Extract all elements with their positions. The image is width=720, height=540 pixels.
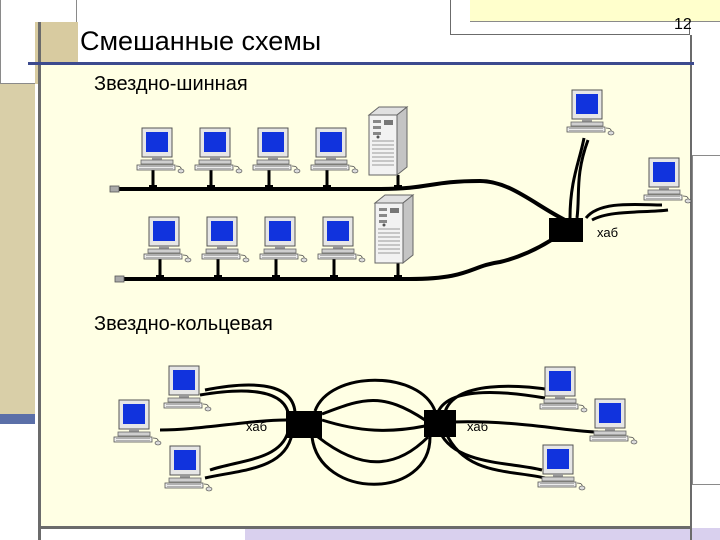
computer-icon bbox=[163, 365, 212, 412]
panel-right-line bbox=[690, 35, 692, 540]
server-icon bbox=[374, 194, 414, 264]
star-bus-title: Звездно-шинная bbox=[94, 73, 248, 95]
bottom-accent-box bbox=[245, 528, 720, 540]
hub-right-label: хаб bbox=[467, 419, 488, 434]
hub-left-label: хаб bbox=[246, 419, 267, 434]
server-icon bbox=[368, 106, 408, 176]
panel-left-line bbox=[38, 22, 41, 540]
title-underline bbox=[28, 62, 694, 65]
drop-cables-top bbox=[151, 170, 400, 189]
left-hub-cables bbox=[159, 383, 297, 480]
computer-icon bbox=[589, 398, 638, 445]
computer-icon bbox=[537, 444, 586, 491]
top-right-accent-box bbox=[470, 0, 720, 22]
computer-icon bbox=[136, 127, 185, 174]
right-accent-box bbox=[692, 155, 720, 485]
computer-icon bbox=[164, 445, 213, 492]
slide-title: Смешанные схемы bbox=[80, 26, 322, 56]
computer-icon bbox=[310, 127, 359, 174]
computer-icon bbox=[252, 127, 301, 174]
computer-icon bbox=[317, 216, 366, 263]
terminator-icon bbox=[109, 185, 120, 193]
star-ring-title: Звездно-кольцевая bbox=[94, 313, 273, 335]
computer-icon bbox=[539, 366, 588, 413]
computer-icon bbox=[201, 216, 250, 263]
drop-cables-bottom bbox=[158, 259, 400, 279]
bus-cable-bottom bbox=[120, 231, 564, 281]
hub-cables bbox=[568, 137, 669, 222]
right-hub-cables bbox=[436, 384, 599, 480]
computer-icon bbox=[194, 127, 243, 174]
hub-icon bbox=[549, 218, 583, 242]
ring-cables bbox=[310, 378, 437, 486]
hub-label: хаб bbox=[597, 225, 618, 240]
panel-bottom-line bbox=[38, 526, 692, 529]
computer-icon bbox=[643, 157, 692, 204]
left-blue-stripe bbox=[0, 414, 35, 424]
terminator-icon bbox=[114, 275, 125, 283]
computer-icon bbox=[259, 216, 308, 263]
hub-icon bbox=[424, 410, 456, 437]
page-number: 12 bbox=[674, 16, 692, 33]
computer-icon bbox=[566, 89, 615, 136]
computer-icon bbox=[113, 399, 162, 446]
bus-cable-top bbox=[115, 178, 566, 222]
left-side-bar bbox=[0, 84, 35, 414]
computer-icon bbox=[143, 216, 192, 263]
hub-icon bbox=[286, 411, 322, 438]
